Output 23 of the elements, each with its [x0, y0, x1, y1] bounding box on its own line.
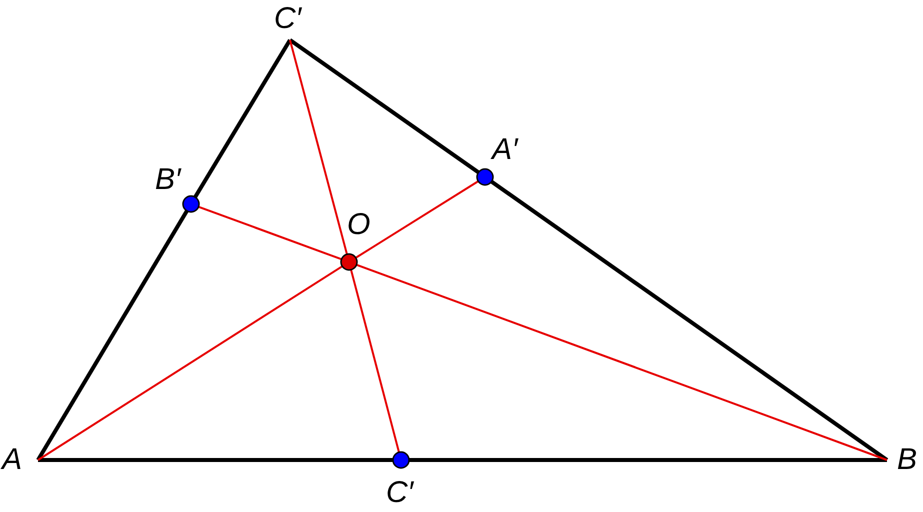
- triangle-side: [38, 458, 393, 462]
- vertex-label: C′: [268, 4, 312, 40]
- cevian-line: [37, 265, 343, 461]
- triangle-side: [288, 38, 480, 174]
- point-dot: [476, 168, 494, 186]
- cevian-line: [198, 206, 342, 260]
- triangle-side: [490, 180, 888, 462]
- point-label: B′: [155, 165, 181, 195]
- vertex-label: B: [887, 445, 921, 475]
- point-dot: [340, 253, 358, 271]
- point-label: O: [347, 210, 370, 240]
- triangle-side: [193, 38, 292, 198]
- point-dot: [182, 195, 200, 213]
- triangle-side: [36, 210, 189, 462]
- cevian-line: [355, 180, 479, 259]
- triangle-side: [409, 458, 887, 462]
- point-label: C′: [386, 478, 414, 508]
- cevian-line: [356, 264, 888, 461]
- cevian-line: [289, 40, 348, 255]
- point-dot: [392, 451, 410, 469]
- cevian-line: [350, 269, 400, 453]
- point-label: A′: [492, 135, 518, 165]
- vertex-label: A: [0, 445, 38, 475]
